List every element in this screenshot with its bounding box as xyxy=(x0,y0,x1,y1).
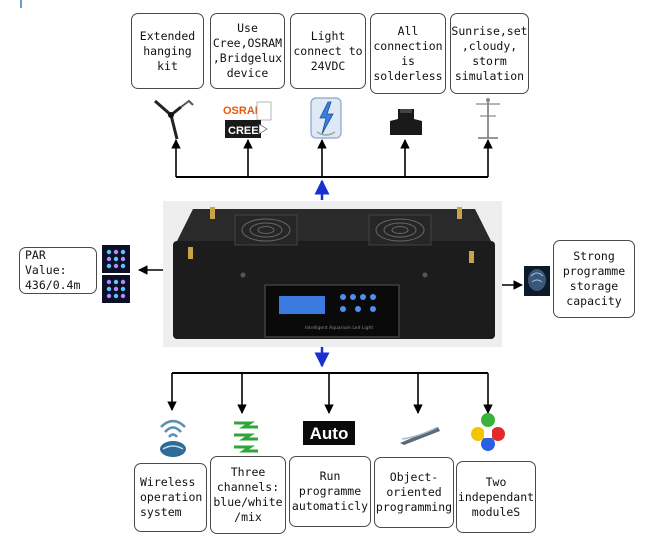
color-modules-icon xyxy=(471,413,505,451)
corner-accent xyxy=(20,0,22,8)
fan-right xyxy=(368,214,432,246)
stand-icon xyxy=(476,98,500,139)
channels-icon xyxy=(234,421,258,453)
feature-box-modules: Two independant moduleS xyxy=(456,461,536,533)
svg-text:OSRAM: OSRAM xyxy=(223,105,264,117)
auto-label-icon: Auto xyxy=(303,421,355,445)
feature-box-simulation: Sunrise,set ,cloudy, storm simulation xyxy=(450,13,529,94)
feature-box-24vdc: Light connect to 24VDC xyxy=(290,13,366,89)
svg-text:Auto: Auto xyxy=(310,424,349,443)
feature-box-storage: Strong programme storage capacity xyxy=(553,240,635,318)
brain-icon xyxy=(524,266,550,296)
led-brand-logos-icon: OSRAM CREE xyxy=(223,101,272,138)
feature-box-par-value: PAR Value: 436/0.4m xyxy=(19,247,97,294)
feature-box-channels: Three channels: blue/white /mix xyxy=(210,456,286,534)
wireless-icon xyxy=(160,419,186,457)
connector-icon xyxy=(390,109,422,135)
pen-icon xyxy=(400,426,440,445)
feature-box-led-devices: Use Cree,OSRAM ,Bridgelux device xyxy=(210,13,285,89)
led-light-unit: Intelligent Aquarium Led Light xyxy=(173,207,495,339)
led-panel-icon xyxy=(102,245,130,303)
power-bolt-icon xyxy=(310,97,342,139)
device-panel-label: Intelligent Aquarium Led Light xyxy=(305,325,373,331)
feature-box-auto-run: Run programme automaticly xyxy=(289,456,371,527)
feature-box-solderless: All connection is solderless xyxy=(370,13,446,94)
feature-box-programming: Object- oriented programming xyxy=(374,457,454,528)
feature-box-wireless: Wireless operation system xyxy=(134,463,207,532)
feature-box-hanging-kit: Extended hanging kit xyxy=(131,13,204,89)
device-photo: Intelligent Aquarium Led Light xyxy=(163,201,502,347)
fan-left xyxy=(234,214,298,246)
svg-text:CREE: CREE xyxy=(228,125,259,137)
hanging-kit-icon xyxy=(154,99,194,140)
